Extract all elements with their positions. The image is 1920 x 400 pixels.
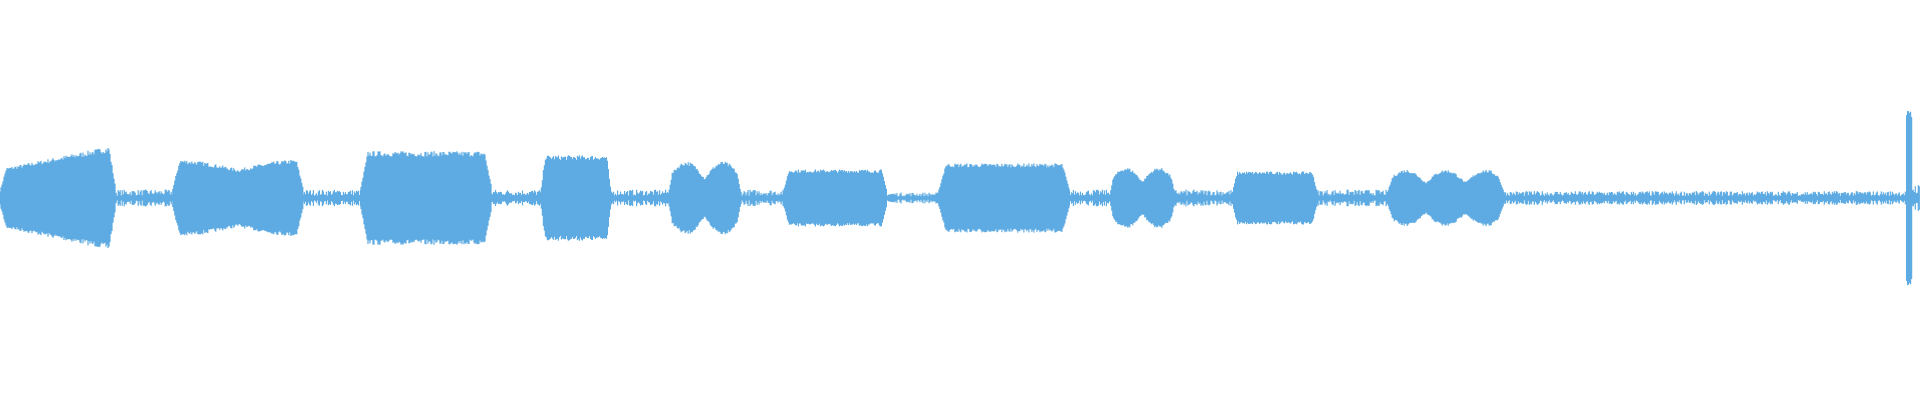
waveform-display: [0, 110, 1920, 286]
audio-waveform: [0, 110, 1920, 286]
